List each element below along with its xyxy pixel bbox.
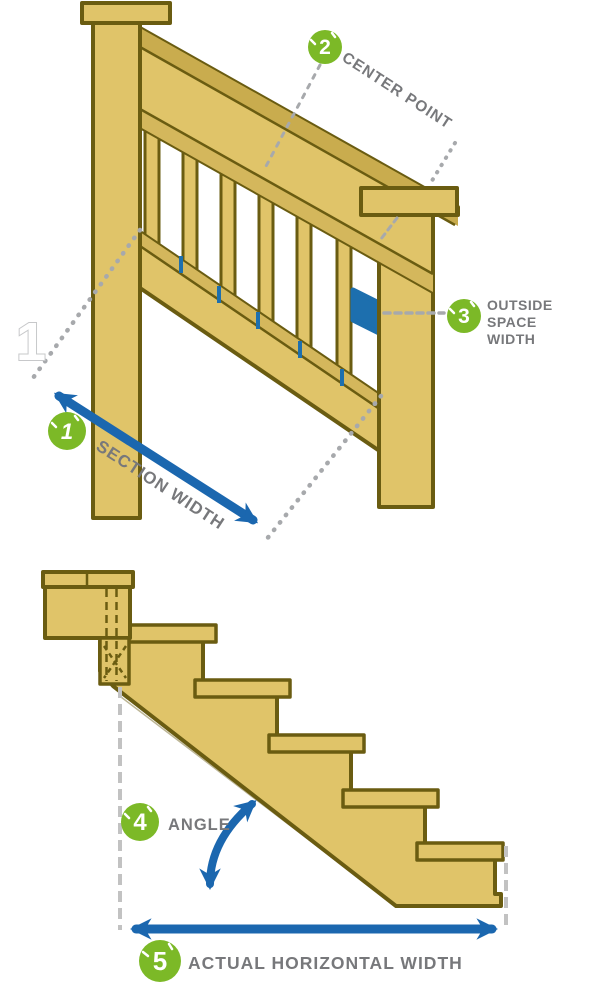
callout-circle-4 xyxy=(121,803,159,841)
stair-tread xyxy=(415,841,505,862)
baluster xyxy=(335,230,353,388)
outside-space-line-3: WIDTH xyxy=(487,331,535,347)
callout-circle-1 xyxy=(48,412,86,450)
angle-label: ANGLE xyxy=(168,816,231,834)
circle-shine xyxy=(123,805,153,820)
callout-number-4: 4 xyxy=(133,809,147,836)
section-width-arrow xyxy=(53,391,259,525)
callout-outside-space: 3 xyxy=(447,299,481,333)
stringer-bevel-line xyxy=(120,696,389,901)
callout-actual-horizontal-width: 5 xyxy=(139,940,181,982)
callout-circle-2 xyxy=(308,30,342,64)
baluster-center-ticks xyxy=(179,256,344,386)
callout-number-2: 2 xyxy=(319,36,331,59)
post-cross-brace xyxy=(102,645,128,679)
right-post-cap xyxy=(359,186,459,217)
angle-arrow xyxy=(199,800,257,890)
callout-center-point: 2 xyxy=(308,30,342,64)
circle-shine xyxy=(448,300,476,315)
actual-horizontal-width-label: ACTUAL HORIZONTAL WIDTH xyxy=(188,953,463,973)
callout-section-width: 1 xyxy=(48,412,86,450)
center-point-guide xyxy=(262,63,322,172)
circle-shine xyxy=(141,942,174,958)
section-width-extension-left xyxy=(30,227,143,381)
callout-circle-5 xyxy=(139,940,181,982)
center-point-pointer xyxy=(428,141,457,186)
outside-space-line-2: SPACE xyxy=(487,314,537,330)
top-rail xyxy=(138,26,460,294)
outside-space-line-1: OUTSIDE xyxy=(487,297,553,313)
dotted-guides xyxy=(30,63,457,543)
circle-shine xyxy=(309,31,337,46)
measurement-arrows xyxy=(53,391,498,940)
center-point-label: CENTER POINT xyxy=(339,49,455,133)
stair-tread xyxy=(341,788,440,809)
callout-number-3: 3 xyxy=(458,305,470,328)
callout-number-5: 5 xyxy=(153,946,167,976)
baluster xyxy=(219,165,237,309)
outside-space-highlight xyxy=(350,287,382,336)
circle-shine xyxy=(50,414,80,429)
railing-illustration xyxy=(80,1,460,520)
baluster xyxy=(257,186,275,335)
outside-space-label: OUTSIDE SPACE WIDTH xyxy=(487,297,553,347)
baluster xyxy=(295,208,313,361)
stair-stringer xyxy=(98,639,503,908)
stair-tread xyxy=(119,623,218,644)
stair-tread xyxy=(193,678,292,699)
callout-number-1: 1 xyxy=(61,419,73,444)
staircase-illustration xyxy=(41,570,508,930)
stair-tread xyxy=(267,733,366,754)
left-post-cap xyxy=(80,1,172,25)
callout-circle-3 xyxy=(447,299,481,333)
callout-angle: 4 xyxy=(121,803,159,841)
hidden-rail-edge xyxy=(379,216,399,241)
figure-index: 1 xyxy=(16,312,46,372)
section-width-extension-right xyxy=(263,393,384,543)
